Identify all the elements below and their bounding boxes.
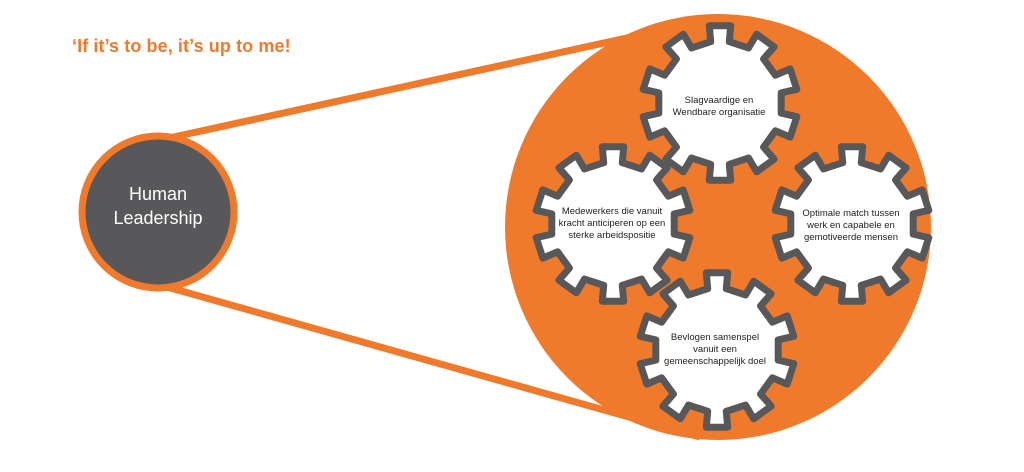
gear-label-top-line-1: Slagvaardige en bbox=[684, 95, 754, 106]
gear-label-bottom: Bevlogen samenspel vanuit een gemeenscha… bbox=[656, 332, 774, 368]
gear-bottom-shape bbox=[636, 269, 798, 431]
tagline: ‘If it’s to be, it’s up to me! bbox=[72, 36, 291, 56]
gear-label-left-line-3: sterke arbeidspositie bbox=[568, 230, 656, 241]
hub-label-line-2: Leadership bbox=[113, 208, 203, 228]
hub-circle bbox=[78, 132, 238, 292]
gear-label-right: Optimale match tussen werk en capabele e… bbox=[792, 208, 910, 244]
gear-label-right-line-2: werk en capabele en bbox=[807, 220, 895, 231]
gear-label-top-line-2: Wendbare organisatie bbox=[672, 107, 766, 118]
gear-right-shape bbox=[771, 143, 933, 305]
gear-left-shape bbox=[532, 143, 694, 305]
gear-label-bottom-line-3: gemeenschappelijk doel bbox=[664, 356, 766, 367]
gear-label-left-line-1: Medewerkers die vanuit bbox=[561, 206, 663, 217]
gear-label-top: Slagvaardige en Wendbare organisatie bbox=[660, 95, 778, 119]
gear-label-bottom-line-1: Bevlogen samenspel bbox=[670, 332, 760, 343]
gear-label-bottom-line-2: vanuit een bbox=[693, 344, 737, 355]
big-orange-circle bbox=[505, 14, 931, 440]
gear-label-left: Medewerkers die vanuit kracht anticipere… bbox=[553, 206, 671, 242]
gear-label-right-line-1: Optimale match tussen bbox=[802, 208, 900, 219]
funnel-line-bottom bbox=[159, 281, 701, 441]
gear-label-left-line-2: kracht anticiperen op een bbox=[558, 218, 666, 229]
funnel-line-top bbox=[159, 18, 701, 144]
hub-label-line-1: Human bbox=[128, 184, 188, 204]
gear-label-right-line-3: gemotiveerde mensen bbox=[804, 232, 898, 243]
gear-top-shape bbox=[639, 22, 801, 184]
hub-label: Human Leadership bbox=[78, 182, 238, 230]
